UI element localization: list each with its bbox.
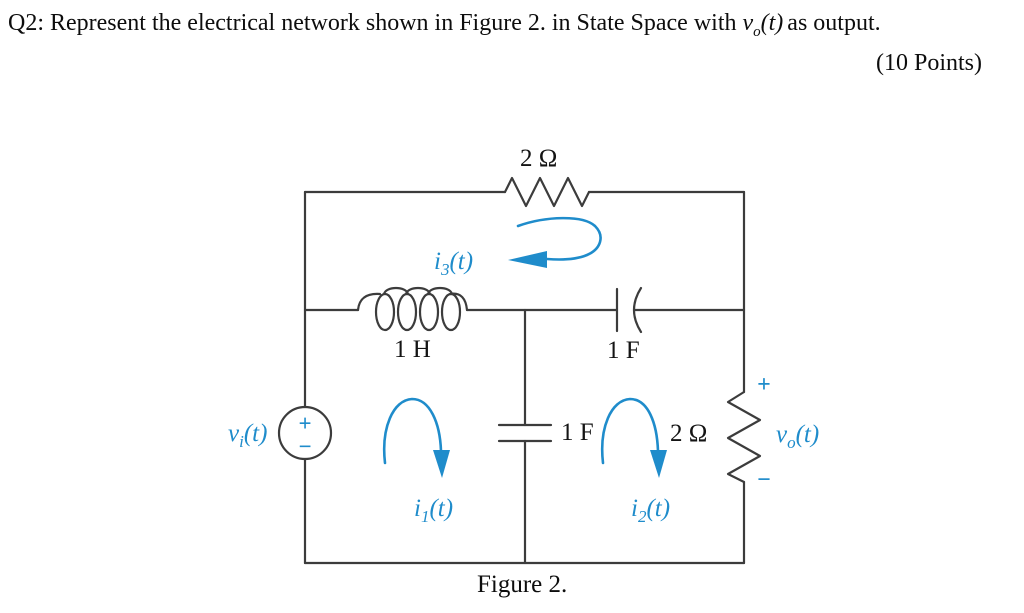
series-capacitor-value: 1 F [607,337,640,364]
output-resistor-symbol [726,390,762,484]
source-minus-sign: − [298,434,311,459]
question-suffix: as output. [787,10,881,36]
source-plus-sign: + [298,411,311,436]
loop3-current-label: i3(t) [434,248,473,279]
top-resistor-value: 2 Ω [520,145,557,172]
loop1-current-arrow [382,397,443,465]
loop1-arrowhead-icon [433,450,450,478]
output-voltage-label: vo(t) [776,421,819,452]
question-header: Q2: Represent the electrical network sho… [8,8,1002,79]
question-text-line: Q2: Represent the electrical network sho… [8,8,1002,48]
loop2-current-label: i2(t) [631,495,670,526]
loop2-current-arrow [600,397,660,465]
output-minus-sign: − [757,467,771,493]
shunt-capacitor-symbol [497,423,553,443]
points-label: (10 Points) [875,49,982,76]
figure-caption: Figure 2. [477,571,567,598]
output-plus-sign: + [757,372,771,398]
loop3-current-arrow [516,216,602,261]
loop1-current-label: i1(t) [414,495,453,526]
shunt-capacitor-value: 1 F [561,419,594,446]
top-resistor-symbol [503,176,591,208]
loop2-arrowhead-icon [650,450,667,478]
output-resistor-value: 2 Ω [670,420,707,447]
input-voltage-label: vi(t) [228,420,267,451]
inductor-value: 1 H [394,336,431,363]
question-prefix: Q2: Represent the electrical network sho… [8,10,737,36]
output-variable-math: vo(t) [742,10,784,40]
inductor-symbol [356,286,469,332]
loop3-arrowhead-icon [508,251,547,268]
